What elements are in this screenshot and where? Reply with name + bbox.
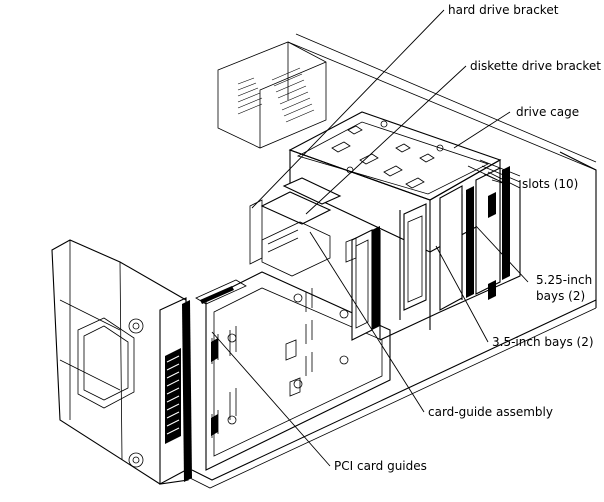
label-card-guide-assembly: card-guide assembly	[428, 405, 553, 419]
side-panel-illustration	[51, 239, 192, 485]
label-525-bays-line1: 5.25-inch	[536, 273, 592, 287]
label-diskette-drive-bracket: diskette drive bracket	[470, 59, 601, 73]
label-drive-cage: drive cage	[516, 105, 579, 119]
label-slots: slots (10)	[522, 177, 578, 191]
label-35-bays: 3.5-inch bays (2)	[492, 335, 594, 349]
label-hard-drive-bracket: hard drive bracket	[448, 3, 559, 17]
chassis-body-illustration	[185, 151, 597, 489]
drive-cage-illustration	[249, 111, 521, 341]
label-pci-card-guides: PCI card guides	[334, 459, 427, 473]
power-supply-illustration	[217, 33, 597, 171]
leader-lines	[211, 9, 529, 467]
callout-labels: hard drive bracket diskette drive bracke…	[334, 3, 601, 473]
label-525-bays-line2: bays (2)	[536, 289, 585, 303]
